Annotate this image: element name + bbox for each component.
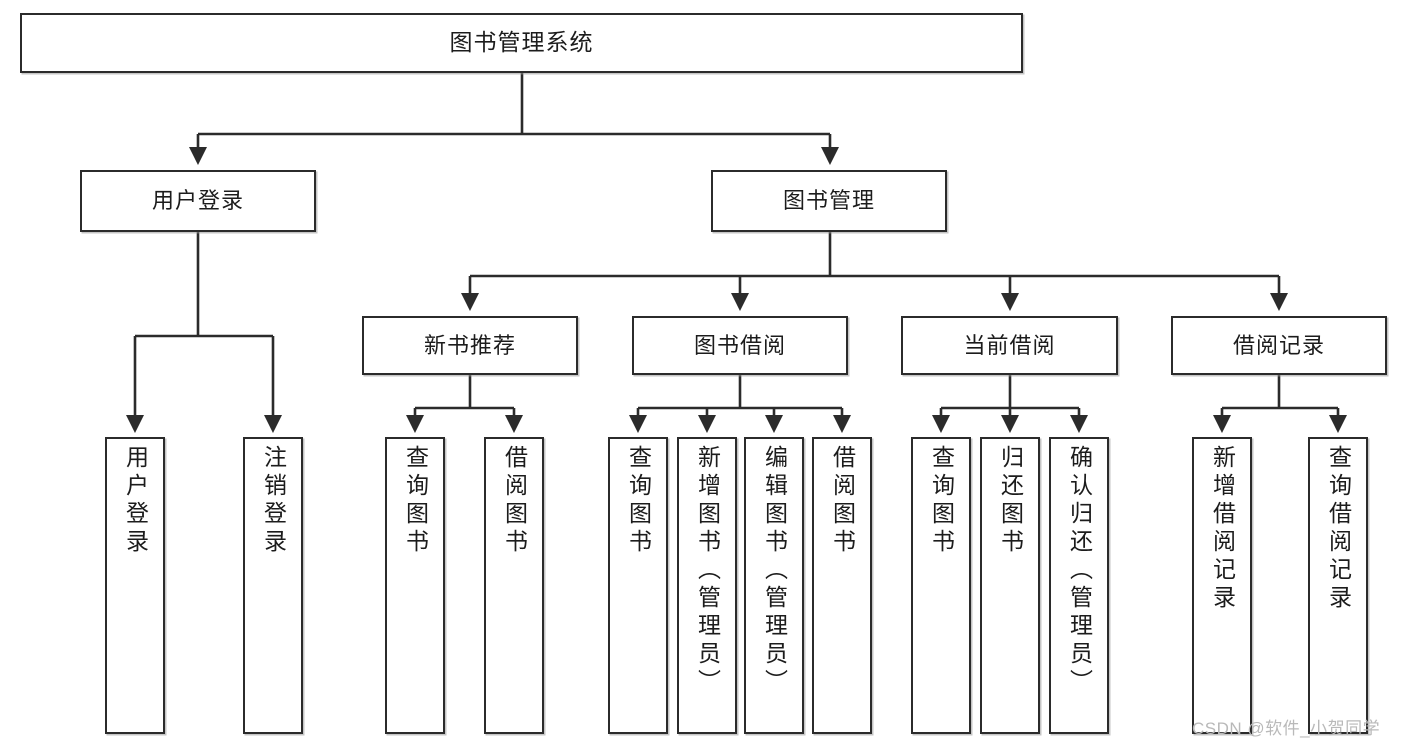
node-book-borrow[interactable]: 图书借阅 [632,316,848,375]
node-leaf-add-record[interactable]: 新增借阅记录 [1192,437,1252,734]
node-label: 注销登录 [260,445,287,557]
node-leaf-edit-book[interactable]: 编辑图书（管理员） [744,437,804,734]
node-root-system[interactable]: 图书管理系统 [20,13,1023,73]
node-leaf-user-login[interactable]: 用户登录 [105,437,165,734]
node-label: 用户登录 [122,445,149,557]
node-leaf-query-book-2[interactable]: 查询图书 [608,437,668,734]
node-label: 借阅记录 [1232,332,1325,358]
node-label: 查询图书 [928,445,955,557]
node-book-manage[interactable]: 图书管理 [711,170,947,232]
node-label: 新增图书（管理员） [694,445,721,697]
node-label: 新增借阅记录 [1209,445,1236,613]
node-label: 图书管理 [782,188,875,214]
node-current-borrow[interactable]: 当前借阅 [901,316,1118,375]
node-leaf-borrow-book-1[interactable]: 借阅图书 [484,437,544,734]
node-label: 确认归还（管理员） [1066,445,1093,697]
node-leaf-borrow-book-2[interactable]: 借阅图书 [812,437,872,734]
node-label: 查询图书 [625,445,652,557]
node-label: 图书借阅 [693,332,786,358]
node-leaf-query-record[interactable]: 查询借阅记录 [1308,437,1368,734]
node-leaf-add-book[interactable]: 新增图书（管理员） [677,437,737,734]
node-new-book-recommend[interactable]: 新书推荐 [362,316,578,375]
node-label: 借阅图书 [501,445,528,557]
node-leaf-confirm-return[interactable]: 确认归还（管理员） [1049,437,1109,734]
node-label: 用户登录 [151,188,244,214]
node-leaf-return-book[interactable]: 归还图书 [980,437,1040,734]
node-user-login[interactable]: 用户登录 [80,170,316,232]
node-label: 归还图书 [997,445,1024,557]
node-borrow-record[interactable]: 借阅记录 [1171,316,1387,375]
node-leaf-logout-login[interactable]: 注销登录 [243,437,303,734]
node-label: 图书管理系统 [449,29,594,56]
node-label: 编辑图书（管理员） [761,445,788,697]
node-label: 查询图书 [402,445,429,557]
node-label: 当前借阅 [963,332,1056,358]
node-leaf-query-book-3[interactable]: 查询图书 [911,437,971,734]
node-leaf-query-book-1[interactable]: 查询图书 [385,437,445,734]
node-label: 借阅图书 [829,445,856,557]
node-label: 新书推荐 [423,332,516,358]
node-label: 查询借阅记录 [1325,445,1352,613]
